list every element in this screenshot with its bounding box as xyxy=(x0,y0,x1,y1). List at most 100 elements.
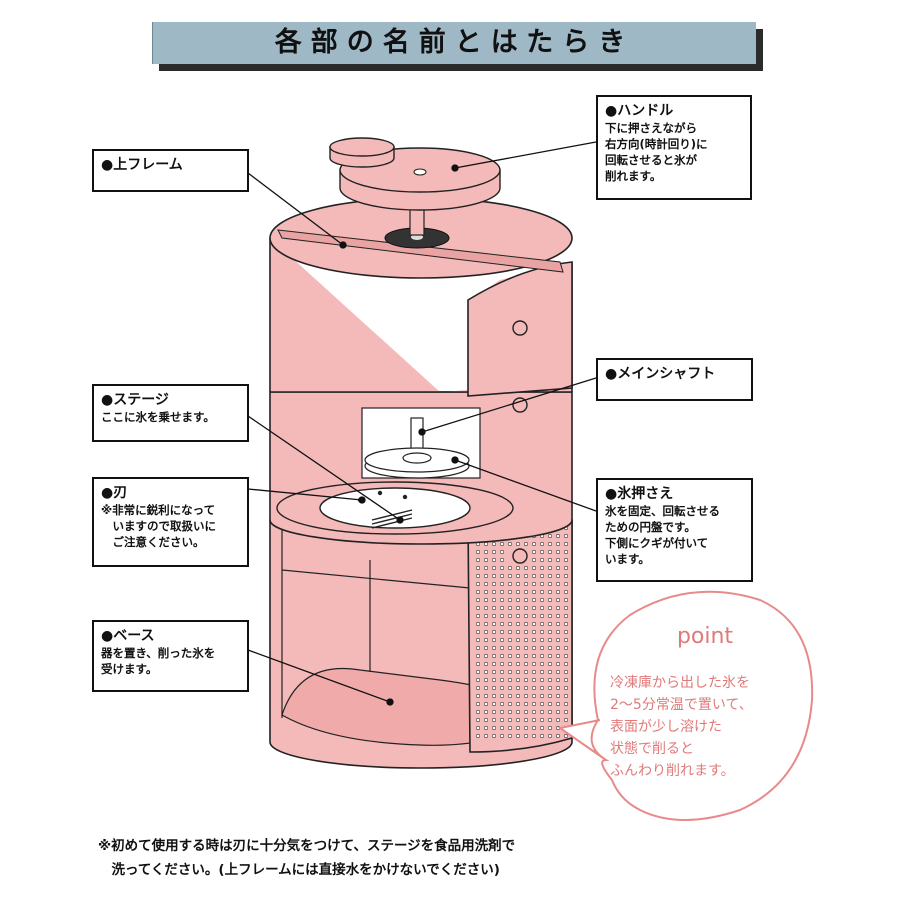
vent-hole xyxy=(483,621,488,626)
vent-hole xyxy=(507,589,512,594)
vent-hole xyxy=(563,669,568,674)
vent-hole xyxy=(483,557,488,562)
vent-hole xyxy=(491,725,496,730)
vent-hole xyxy=(475,605,480,610)
vent-hole xyxy=(515,565,520,570)
vent-hole xyxy=(475,725,480,730)
vent-hole xyxy=(531,693,536,698)
vent-hole xyxy=(499,557,504,562)
vent-hole xyxy=(483,661,488,666)
vent-hole xyxy=(563,637,568,642)
vent-hole xyxy=(563,621,568,626)
vent-hole xyxy=(507,701,512,706)
label-stage: ●ステージ ここに氷を乗せます。 xyxy=(92,384,249,442)
vent-hole xyxy=(539,661,544,666)
vent-hole xyxy=(539,597,544,602)
vent-hole xyxy=(555,605,560,610)
vent-hole xyxy=(491,541,496,546)
vent-hole xyxy=(555,629,560,634)
vent-hole xyxy=(507,693,512,698)
vent-hole xyxy=(499,661,504,666)
vent-hole xyxy=(491,637,496,642)
vent-hole xyxy=(531,581,536,586)
vent-hole xyxy=(491,677,496,682)
vent-hole xyxy=(539,717,544,722)
vent-hole xyxy=(563,677,568,682)
vent-hole xyxy=(547,573,552,578)
vent-hole xyxy=(483,725,488,730)
vent-hole xyxy=(547,709,552,714)
vent-hole xyxy=(539,573,544,578)
vent-hole xyxy=(531,565,536,570)
vent-hole xyxy=(563,733,568,738)
vent-hole xyxy=(475,613,480,618)
vent-hole xyxy=(483,573,488,578)
vent-hole xyxy=(475,693,480,698)
vent-hole xyxy=(483,589,488,594)
vent-hole xyxy=(491,661,496,666)
vent-hole xyxy=(563,605,568,610)
vent-hole xyxy=(491,701,496,706)
vent-hole xyxy=(475,661,480,666)
vent-hole xyxy=(539,693,544,698)
vent-hole xyxy=(531,541,536,546)
label-handle-desc: 下に押さえながら 右方向(時計回り)に 回転させると氷が 削れます。 xyxy=(605,121,708,183)
vent-hole xyxy=(531,717,536,722)
label-upper-frame: ●上フレーム xyxy=(92,149,249,192)
vent-hole xyxy=(515,541,520,546)
vent-hole xyxy=(539,565,544,570)
vent-hole xyxy=(499,701,504,706)
vent-hole xyxy=(491,573,496,578)
vent-hole xyxy=(499,685,504,690)
vent-hole xyxy=(555,661,560,666)
vent-hole xyxy=(491,613,496,618)
vent-hole xyxy=(491,605,496,610)
vent-hole xyxy=(483,653,488,658)
point-title: point xyxy=(676,624,734,649)
vent-hole xyxy=(475,629,480,634)
leader-lines xyxy=(247,141,597,706)
label-stage-desc: ここに氷を乗せます。 xyxy=(101,410,215,424)
vent-hole xyxy=(563,661,568,666)
vent-hole xyxy=(539,581,544,586)
vent-hole xyxy=(531,645,536,650)
mid-screw-hole xyxy=(512,397,528,413)
vent-hole xyxy=(491,685,496,690)
vent-hole xyxy=(547,661,552,666)
vent-hole xyxy=(483,733,488,738)
vent-hole xyxy=(475,589,480,594)
vent-hole xyxy=(499,621,504,626)
vent-hole xyxy=(531,685,536,690)
vent-hole xyxy=(539,685,544,690)
vent-hole xyxy=(507,709,512,714)
vent-hole xyxy=(547,549,552,554)
vent-hole xyxy=(475,701,480,706)
vent-hole xyxy=(523,541,528,546)
vent-hole xyxy=(475,565,480,570)
vent-hole xyxy=(475,557,480,562)
vent-hole xyxy=(483,717,488,722)
vent-hole xyxy=(547,581,552,586)
vent-hole xyxy=(491,653,496,658)
vent-hole xyxy=(523,605,528,610)
vent-hole xyxy=(515,637,520,642)
vent-holes xyxy=(475,525,568,738)
vent-hole xyxy=(507,605,512,610)
vent-hole xyxy=(555,645,560,650)
vent-hole xyxy=(475,669,480,674)
vent-hole xyxy=(475,597,480,602)
vent-hole xyxy=(563,685,568,690)
vent-hole xyxy=(507,629,512,634)
vent-hole xyxy=(515,733,520,738)
label-stage-title: ●ステージ xyxy=(101,392,169,408)
vent-hole xyxy=(515,581,520,586)
vent-hole xyxy=(563,589,568,594)
vent-hole xyxy=(491,589,496,594)
handle-center-hole xyxy=(413,168,427,176)
label-upper-frame-title: ●上フレーム xyxy=(101,157,183,173)
vent-hole xyxy=(483,709,488,714)
vent-hole xyxy=(499,549,504,554)
vent-hole xyxy=(507,685,512,690)
vent-hole xyxy=(499,717,504,722)
vent-hole xyxy=(515,621,520,626)
